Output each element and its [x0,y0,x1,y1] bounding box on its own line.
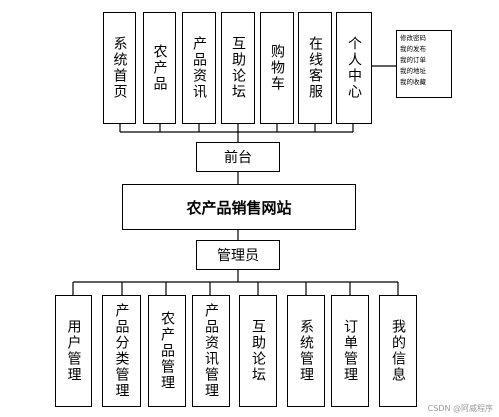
detail-item: 我的地址 [400,67,426,75]
admin-module-my-info: 我的信息 [379,295,417,407]
module-label: 用户管理 [65,319,82,383]
front-end-node: 前台 [196,142,280,172]
module-label: 农产品管理 [159,311,175,391]
module-label: 购物车 [269,44,285,92]
module-label: 互助论坛 [250,319,266,383]
module-label: 系统管理 [298,319,314,383]
module-label: 产品分类管理 [113,303,130,399]
admin-module-news: 产品资讯管理 [192,295,230,407]
detail-item: 我的发布 [400,45,426,53]
admin-module-orders: 订单管理 [331,295,369,407]
personal-center-details: 修改密码 我的发布 我的订单 我的地址 我的收藏 [396,30,452,98]
module-label: 我的信息 [390,319,406,383]
admin-label: 管理员 [217,248,259,264]
admin-module-products: 农产品管理 [148,295,186,407]
admin-module-forum: 互助论坛 [239,295,277,407]
admin-module-system: 系统管理 [287,295,325,407]
front-end-label: 前台 [224,150,252,166]
module-label: 产品资讯 [191,36,207,100]
admin-node: 管理员 [196,240,280,270]
module-label: 互助论坛 [230,36,246,100]
module-label: 产品资讯管理 [203,303,219,399]
detail-item: 我的订单 [400,56,426,64]
module-label: 个人中心 [346,36,362,100]
site-title-node: 农产品销售网站 [122,184,356,230]
module-personal-center: 个人中心 [336,12,372,124]
module-system-home: 系统首页 [103,12,136,124]
module-agricultural-products: 农产品 [143,12,176,124]
module-label: 在线客服 [307,36,323,100]
module-product-news: 产品资讯 [182,12,216,124]
site-title: 农产品销售网站 [186,198,292,217]
module-shopping-cart: 购物车 [260,12,294,124]
admin-module-users: 用户管理 [55,295,92,407]
watermark: CSDN @阿威程序 [427,404,493,413]
detail-item: 修改密码 [400,34,426,42]
module-label: 订单管理 [342,319,358,383]
detail-item: 我的收藏 [400,78,426,86]
admin-module-categories: 产品分类管理 [102,295,141,407]
module-label: 农产品 [151,44,168,92]
module-forum: 互助论坛 [221,12,255,124]
module-online-support: 在线客服 [298,12,332,124]
module-label: 系统首页 [111,36,128,100]
